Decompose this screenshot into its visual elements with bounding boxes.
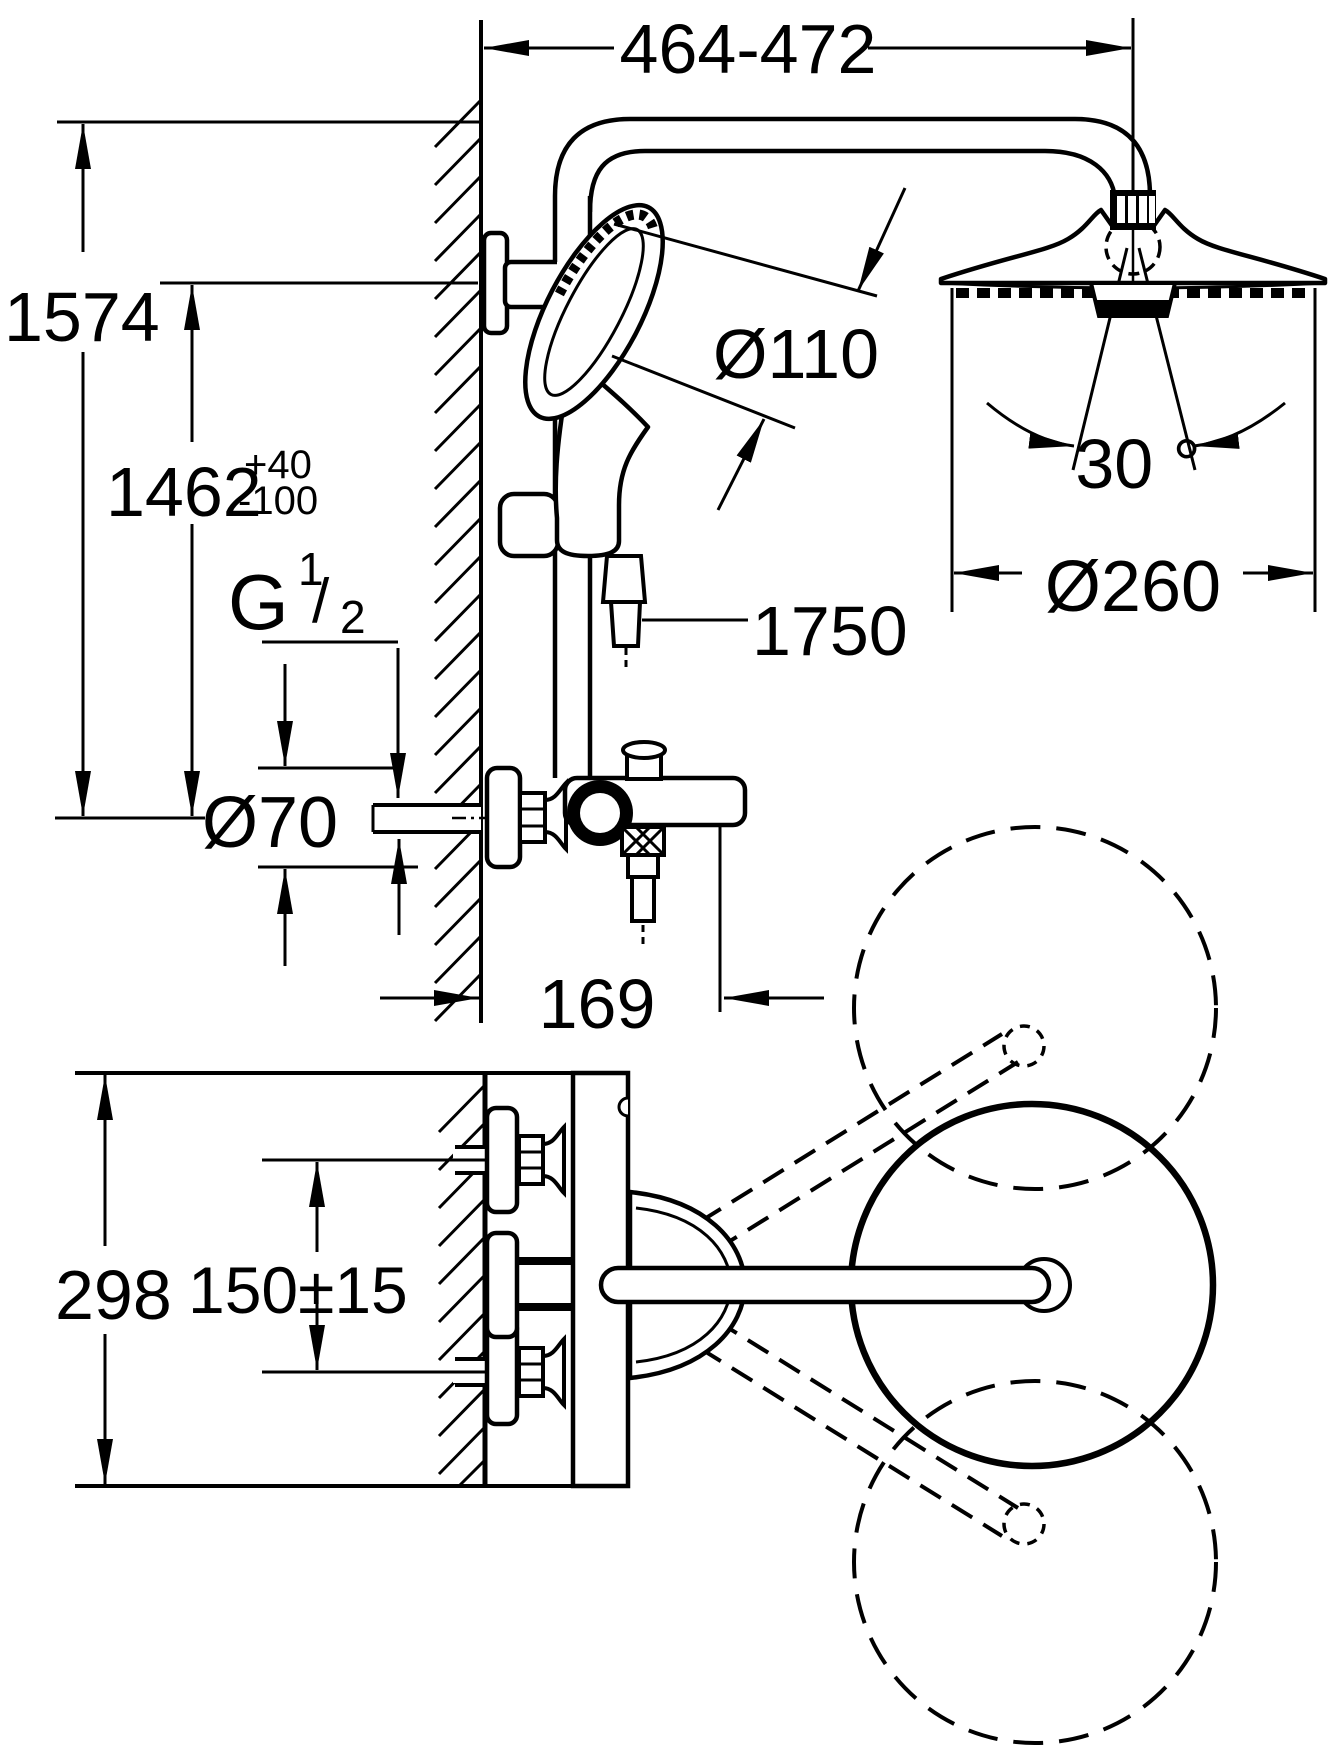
dim-hand-shower-diameter: Ø110 bbox=[611, 187, 907, 511]
plan-view: 298 150±15 bbox=[55, 825, 1218, 1745]
head-shower-front bbox=[938, 18, 1328, 471]
dim-overall-height: 1574 bbox=[4, 124, 160, 816]
handle-notch-plan bbox=[617, 1096, 629, 1118]
callout-hose-length-label: 1750 bbox=[752, 592, 908, 670]
hand-shower-handle bbox=[553, 379, 651, 559]
dim-supply-spacing-label: 150±15 bbox=[188, 1253, 408, 1327]
dim-overall-height-label: 1574 bbox=[4, 278, 160, 356]
dim-hand-shower-diameter-label: Ø110 bbox=[713, 315, 879, 393]
dim-head-shower-diameter-label: Ø260 bbox=[1045, 547, 1221, 627]
head-shower-plan-swivel-up bbox=[852, 825, 1218, 1191]
hand-shower-head bbox=[523, 202, 665, 422]
arm-ball-nut bbox=[1110, 190, 1156, 230]
hose-connection bbox=[620, 825, 666, 947]
dim-swivel-angle-label: 30 ° bbox=[1075, 425, 1200, 503]
dim-valve-body-height: 298 bbox=[55, 1075, 172, 1484]
shower-hose bbox=[600, 554, 648, 672]
dim-supply-spacing: 150±15 bbox=[188, 1158, 485, 1374]
thread-denominator: 2 bbox=[340, 591, 366, 643]
hand-shower bbox=[523, 202, 665, 672]
dim-rosette-diameter-label: Ø70 bbox=[202, 783, 338, 863]
front-view: 464-472 1574 1462 +40 -100 G 1 / 2 bbox=[4, 10, 1328, 1043]
supply-stubs-plan bbox=[455, 1145, 487, 1387]
callout-hose-length: 1750 bbox=[642, 592, 908, 670]
dim-connection-height-tol-minus: -100 bbox=[238, 479, 318, 523]
supply-pipe-stub bbox=[373, 803, 481, 834]
dim-width-range-label: 464-472 bbox=[620, 10, 877, 88]
hand-shower-nozzle-ring bbox=[555, 209, 658, 297]
thermostat-valve-front bbox=[371, 740, 748, 947]
dim-connection-height-label: 1462 bbox=[106, 453, 262, 531]
hand-shower-holder bbox=[497, 491, 561, 559]
dim-swivel-angle: 30 ° bbox=[986, 401, 1286, 503]
dim-valve-body-height-label: 298 bbox=[55, 1256, 172, 1334]
dim-projection: 169 bbox=[380, 826, 824, 1043]
dim-projection-label: 169 bbox=[539, 965, 656, 1043]
dim-connection-height: 1462 +40 -100 bbox=[106, 285, 318, 816]
union-nut bbox=[518, 791, 547, 844]
thread-numerator: 1 bbox=[298, 543, 324, 595]
dim-head-shower-diameter: Ø260 bbox=[950, 288, 1317, 627]
wall-section-front bbox=[433, 20, 483, 1023]
thread-callout: G 1 / 2 bbox=[228, 543, 407, 935]
wall-hatching-front bbox=[433, 98, 483, 1023]
head-shower-plan-swivel-down bbox=[852, 1379, 1218, 1745]
thread-letter: G bbox=[228, 558, 289, 646]
wall-rosette bbox=[484, 765, 523, 870]
dim-width-range: 464-472 bbox=[484, 10, 1131, 88]
shower-arm-plan bbox=[598, 1265, 1052, 1305]
thread-slash: / bbox=[312, 567, 330, 636]
dim-connection-height-tol-plus: +40 bbox=[244, 443, 312, 487]
dim-rosette-diameter: Ø70 bbox=[202, 664, 418, 966]
upper-rosette-plan bbox=[484, 1105, 520, 1215]
shower-arm bbox=[552, 116, 1153, 213]
arm-rosette-plan bbox=[484, 1230, 520, 1340]
swivel-arms-dashed bbox=[667, 1024, 1046, 1546]
